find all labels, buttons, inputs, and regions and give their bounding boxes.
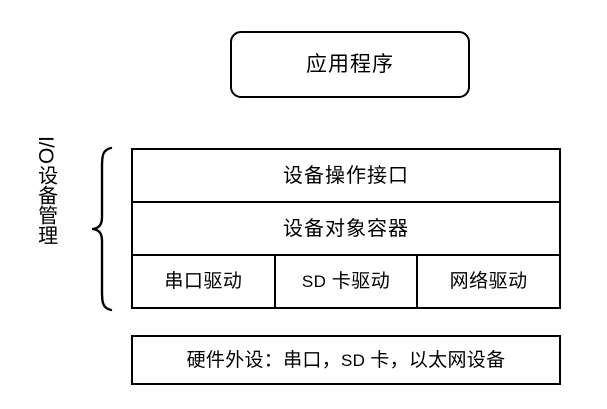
sd-card-driver-cn: 卡驱动: [331, 271, 391, 292]
application-program-label: 应用程序: [306, 52, 394, 76]
curly-brace-icon: [90, 145, 114, 313]
application-program-box: 应用程序: [230, 31, 470, 98]
serial-driver-label: 串口驱动: [164, 271, 243, 292]
device-object-container-row: 设备对象容器: [133, 203, 559, 256]
device-operation-interface-row: 设备操作接口: [133, 150, 559, 203]
hardware-peripherals-label: 硬件外设：串口，SD 卡，以太网设备: [187, 351, 506, 370]
serial-driver-cell: 串口驱动: [133, 256, 276, 307]
network-driver-label: 网络驱动: [449, 271, 528, 292]
io-text: I/O: [33, 136, 57, 165]
hardware-prefix: 硬件外设：串口，: [186, 349, 341, 371]
hardware-peripherals-box: 硬件外设：串口，SD 卡，以太网设备: [131, 335, 561, 385]
device-management-text: 设备管理: [34, 165, 57, 246]
hardware-latin: SD: [341, 350, 366, 370]
device-operation-interface-label: 设备操作接口: [283, 164, 409, 187]
device-object-container-label: 设备对象容器: [283, 217, 409, 240]
io-stack: 设备操作接口 设备对象容器 串口驱动 SD 卡驱动 网络驱动: [131, 148, 561, 309]
sd-card-driver-label: SD 卡驱动: [302, 272, 390, 291]
io-device-management-label: I/O 设备管理: [31, 136, 59, 316]
driver-row: 串口驱动 SD 卡驱动 网络驱动: [133, 256, 559, 307]
sd-card-driver-cell: SD 卡驱动: [276, 256, 419, 307]
network-driver-cell: 网络驱动: [418, 256, 559, 307]
sd-card-driver-latin: SD: [301, 272, 327, 291]
hardware-suffix: 卡，以太网设备: [370, 349, 506, 371]
